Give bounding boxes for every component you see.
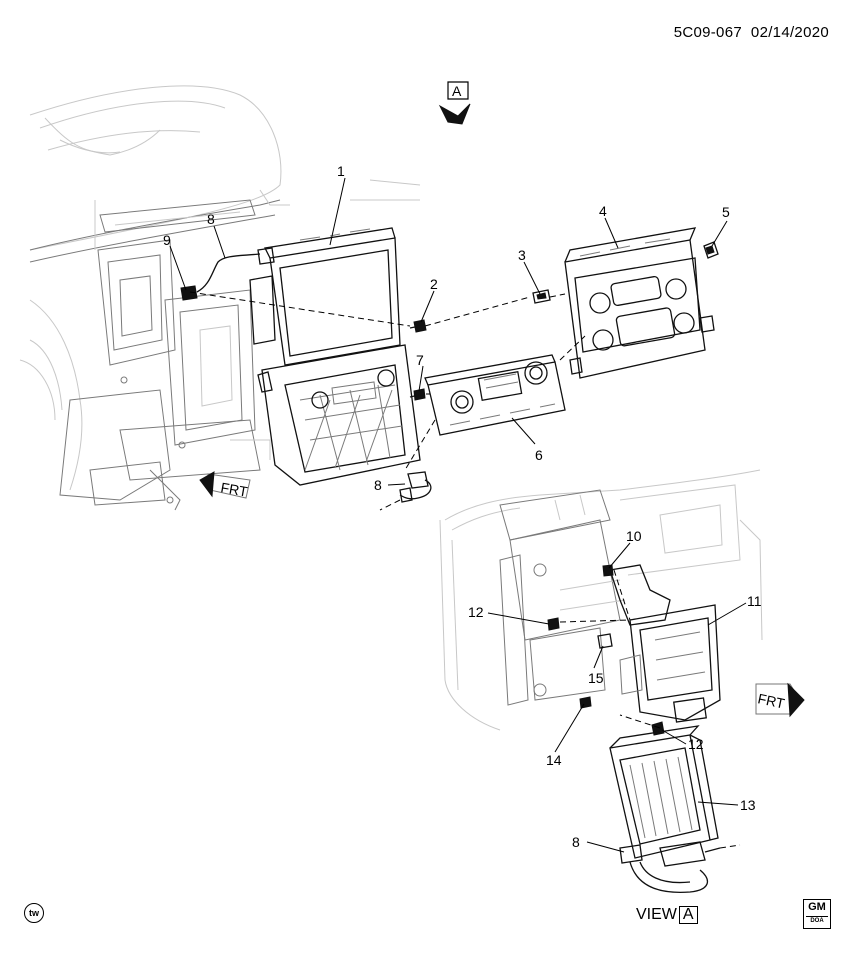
callout-13: 13 bbox=[740, 797, 756, 813]
view-label-letter: A bbox=[678, 906, 698, 924]
callout-leaders bbox=[170, 178, 746, 852]
amplifier-part-13 bbox=[610, 726, 718, 858]
callout-8-amplifier-harness: 8 bbox=[572, 834, 580, 850]
callout-2: 2 bbox=[430, 276, 438, 292]
gm-logo-sub: DOA bbox=[806, 916, 828, 925]
callout-1: 1 bbox=[337, 163, 345, 179]
diagram-code-and-date: 5C09-067 02/14/2020 bbox=[674, 24, 829, 41]
callout-9: 9 bbox=[163, 232, 171, 248]
hvac-control-panel-part-6 bbox=[425, 355, 565, 435]
callout-12-lower: 12 bbox=[688, 736, 704, 752]
fastener-part-7 bbox=[410, 389, 425, 400]
view-a-arrow: A bbox=[440, 82, 470, 124]
clip-part-14 bbox=[580, 697, 591, 708]
wiring-connector-part-9 bbox=[181, 286, 197, 300]
diagram-code: 5C09-067 bbox=[673, 24, 742, 41]
callout-11: 11 bbox=[747, 593, 762, 609]
alignment-lines-lower bbox=[560, 570, 740, 848]
tw-badge-icon: tw bbox=[24, 903, 44, 923]
clip-part-3 bbox=[533, 290, 550, 303]
wiring-harness-part-8-amplifier bbox=[620, 842, 720, 892]
callout-14: 14 bbox=[546, 752, 562, 768]
alignment-lines-upper bbox=[190, 292, 585, 510]
frt-arrow-left-label: FRT bbox=[219, 479, 249, 500]
callout-15: 15 bbox=[588, 670, 604, 686]
clip-part-5 bbox=[704, 242, 718, 258]
view-label-text: VIEW bbox=[636, 906, 677, 923]
wiring-harness-part-8-lower bbox=[400, 472, 431, 502]
callout-4: 4 bbox=[599, 203, 607, 219]
module-part-11 bbox=[620, 605, 720, 722]
frt-arrow-right: FRT bbox=[756, 684, 804, 716]
tw-badge-text: tw bbox=[29, 908, 39, 918]
callout-6: 6 bbox=[535, 447, 543, 463]
diagram-date: 02/14/2020 bbox=[750, 24, 829, 41]
gm-logo: GM DOA bbox=[803, 899, 831, 929]
fastener-part-2 bbox=[410, 320, 426, 332]
frt-arrow-left: FRT bbox=[200, 472, 250, 500]
callout-7: 7 bbox=[416, 352, 424, 368]
callout-5: 5 bbox=[722, 204, 730, 220]
callout-12-upper: 12 bbox=[468, 604, 484, 620]
callout-10: 10 bbox=[626, 528, 642, 544]
callout-8-upper-harness: 8 bbox=[207, 211, 215, 227]
instrument-panel-background bbox=[20, 86, 420, 510]
callout-numbers: 1 2 3 4 5 6 7 8 9 8 10 11 12 12 13 14 15… bbox=[163, 163, 762, 850]
fastener-part-12-upper bbox=[548, 618, 559, 630]
clip-part-15 bbox=[598, 634, 612, 648]
view-a-label: VIEW A bbox=[636, 906, 698, 924]
radio-display-part-1 bbox=[250, 228, 400, 365]
trim-bezel-part-4 bbox=[565, 228, 714, 378]
callout-3: 3 bbox=[518, 247, 526, 263]
view-a-background bbox=[440, 470, 762, 730]
view-a-arrow-letter: A bbox=[452, 83, 462, 99]
bracket-part-10 bbox=[603, 565, 670, 625]
radio-housing-bracket bbox=[258, 345, 420, 485]
frt-arrow-right-label: FRT bbox=[756, 690, 786, 711]
callout-8-lower-harness: 8 bbox=[374, 477, 382, 493]
wiring-harness-part-8-upper bbox=[197, 248, 274, 292]
gm-logo-text: GM bbox=[808, 901, 826, 913]
